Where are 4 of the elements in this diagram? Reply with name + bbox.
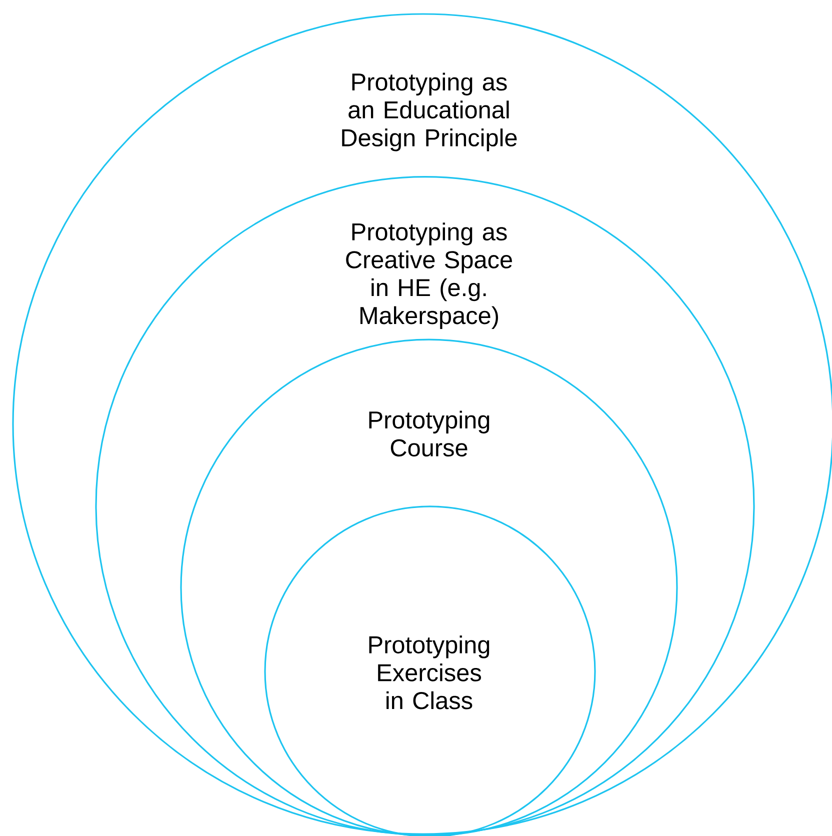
circle-label: Prototyping as Creative Space in HE (e.g. Makerspace) — [346, 222, 512, 330]
circle-label: Prototyping as an Educational Design Principle — [342, 72, 517, 152]
circle-label: Prototyping Exercises in Class — [369, 636, 490, 710]
circle-label: Prototyping Course — [369, 410, 490, 456]
